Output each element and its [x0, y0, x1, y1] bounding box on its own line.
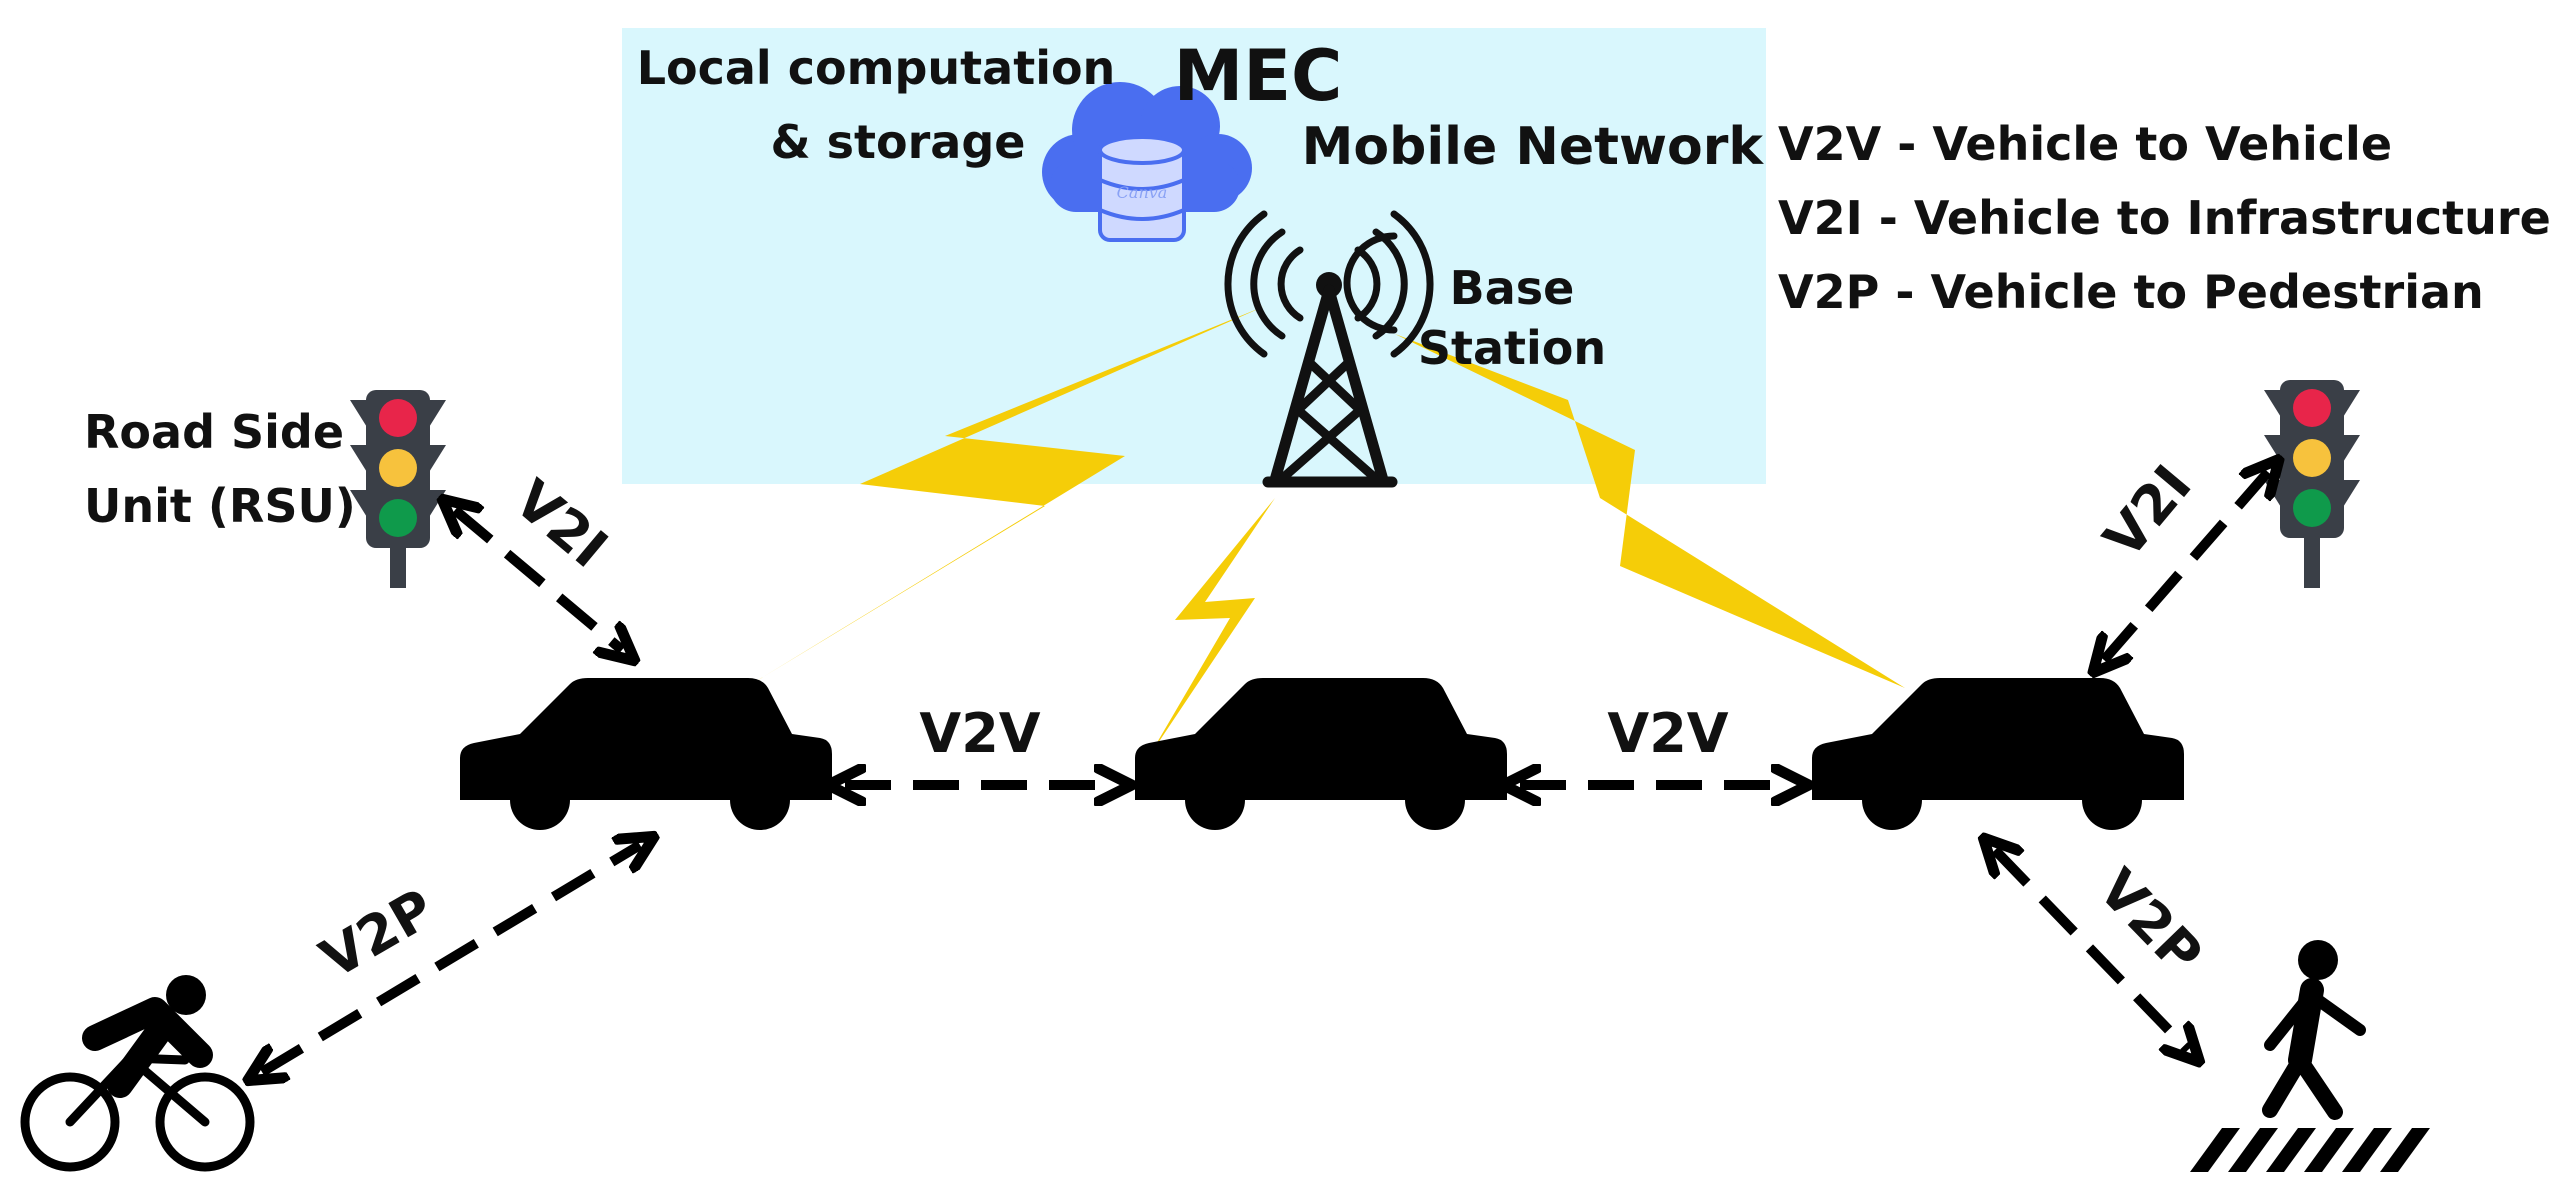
link-label-v2v-left: V2V: [919, 702, 1040, 765]
rsu-label-line1: Road Side: [84, 405, 344, 459]
lightning-bolt-left: [745, 306, 1265, 688]
v2p-right-arrow: [1995, 850, 2188, 1050]
base-station-label-line2: Station: [1418, 321, 1606, 375]
legend-item: V2V - Vehicle to Vehicle: [1778, 117, 2392, 171]
cloud-database-icon: Canva: [1042, 82, 1252, 242]
local-computation-label-line2: & storage: [771, 115, 1026, 169]
legend-item: V2P - Vehicle to Pedestrian: [1778, 265, 2484, 319]
link-label-v2v-right: V2V: [1607, 702, 1728, 765]
mec-title: MEC: [1174, 35, 1343, 117]
traffic-light-left-icon: [350, 390, 446, 588]
car-right-icon: [1812, 678, 2184, 830]
legend-item: V2I - Vehicle to Infrastructure: [1778, 191, 2551, 245]
link-label-v2i-right: V2I: [2092, 453, 2204, 570]
cyclist-icon: [20, 975, 255, 1172]
base-station-label-line1: Base: [1450, 261, 1575, 315]
traffic-light-right-icon: [2264, 380, 2360, 588]
link-label-v2p-left: V2P: [310, 877, 445, 991]
local-computation-label-line1: Local computation: [637, 41, 1116, 95]
car-center-icon: [1135, 678, 1507, 830]
v2i-left-arrow: [455, 510, 622, 650]
base-station-tower-icon: [1224, 210, 1434, 488]
mobile-network-label: Mobile Network: [1302, 117, 1765, 177]
car-left-icon: [460, 678, 832, 830]
v2i-right-arrow: [2104, 472, 2268, 660]
v2p-left-arrow: [262, 845, 640, 1072]
rsu-label-line2: Unit (RSU): [84, 479, 356, 533]
cloud-watermark: Canva: [1117, 183, 1168, 202]
pedestrian-icon: [2190, 940, 2430, 1172]
